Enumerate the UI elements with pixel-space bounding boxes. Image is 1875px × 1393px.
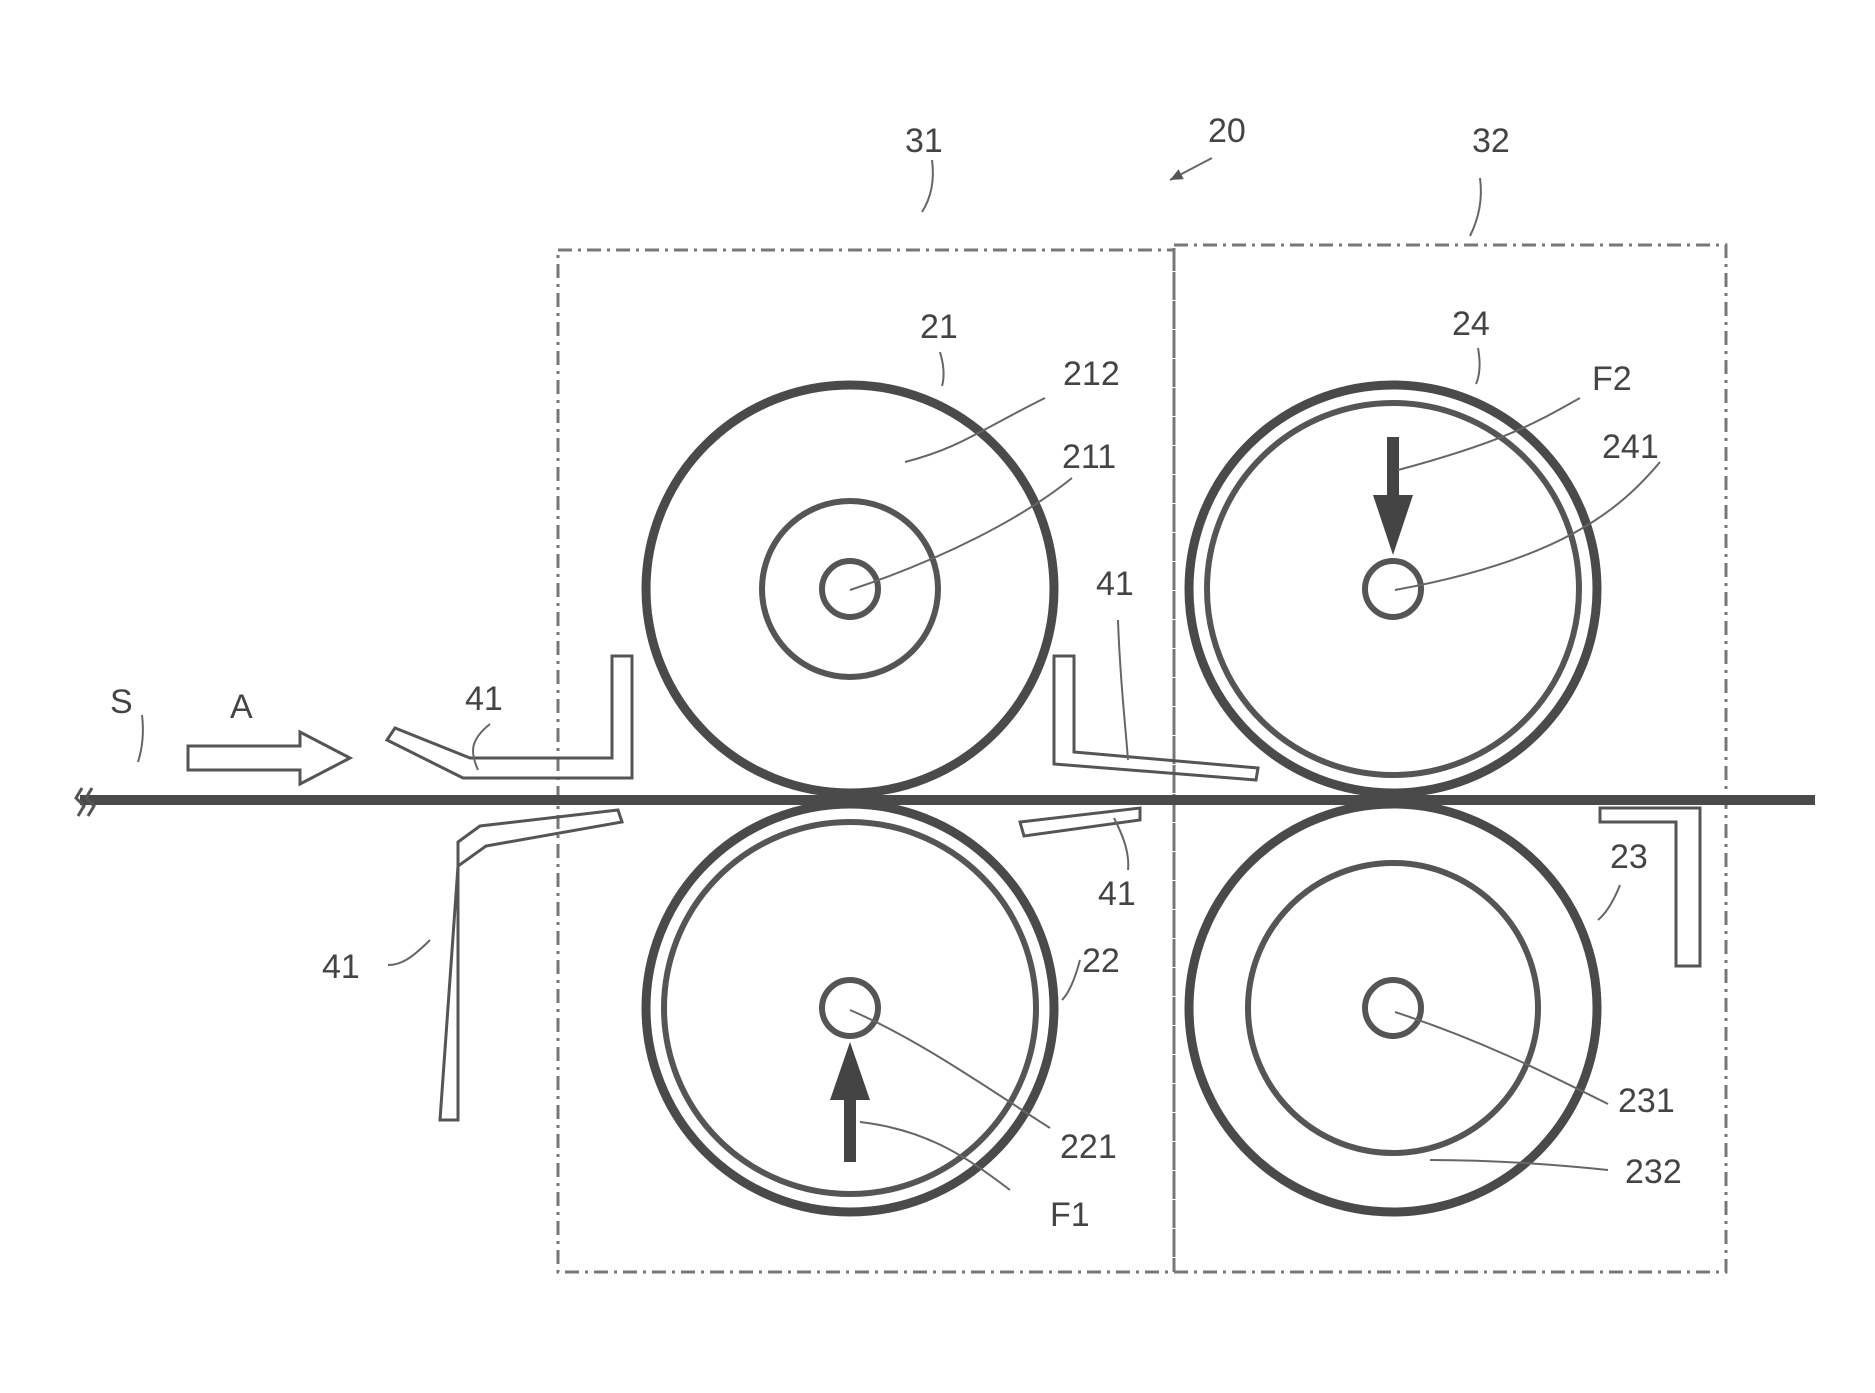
guide-plate-exit: [1600, 808, 1700, 966]
label-roller-lower-right-core: 231: [1618, 1082, 1675, 1120]
label-direction: A: [230, 688, 253, 726]
label-sheet: S: [110, 683, 133, 721]
label-roller-upper-right-core: 241: [1602, 428, 1659, 466]
label-roller-lower-right: 23: [1610, 838, 1648, 876]
force-arrow-f1: [830, 1042, 870, 1162]
label-roller-upper-left-core: 211: [1062, 438, 1116, 476]
label-guide-entry-upper: 41: [465, 680, 503, 718]
label-unit-right: 32: [1472, 122, 1510, 160]
label-roller-lower-left-core: 221: [1060, 1128, 1117, 1166]
label-guide-mid-lower: 41: [1098, 875, 1136, 913]
label-roller-upper-left: 21: [920, 308, 958, 346]
force-arrow-f2: [1373, 437, 1413, 555]
label-roller-upper-left-body: 212: [1063, 355, 1120, 393]
label-roller-upper-right: 24: [1452, 305, 1490, 343]
guide-plate-mid-lower: [1020, 808, 1140, 836]
label-guide-entry-lower: 41: [322, 948, 360, 986]
label-assembly: 20: [1208, 112, 1246, 150]
roller-lower-right: [1189, 804, 1597, 1212]
label-force-1: F1: [1050, 1196, 1090, 1234]
label-unit-left: 31: [905, 122, 943, 160]
guide-plate-entry-upper: [387, 656, 632, 778]
leader-lines: [138, 158, 1660, 1190]
direction-arrow: [188, 732, 350, 784]
unit-frame-left: [558, 250, 1174, 1272]
label-roller-lower-left: 22: [1082, 942, 1120, 980]
label-guide-mid-upper: 41: [1096, 565, 1134, 603]
label-force-2: F2: [1592, 360, 1632, 398]
label-roller-lower-right-body: 232: [1625, 1153, 1682, 1191]
guide-plate-entry-lower: [440, 810, 622, 1120]
